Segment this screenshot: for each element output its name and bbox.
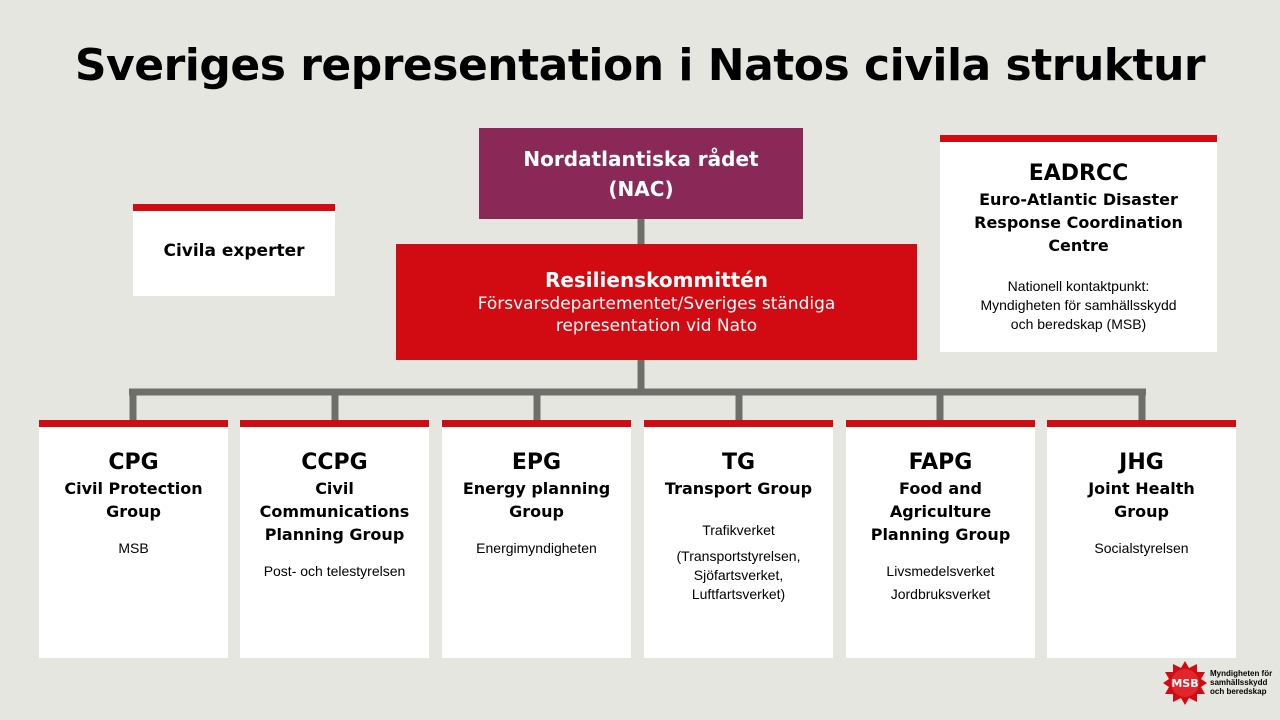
- group-full-line: Group: [509, 502, 564, 521]
- eadrcc-abbr: EADRCC: [1028, 161, 1129, 186]
- group-agency: Trafikverket: [702, 522, 775, 538]
- eadrcc-note-line1: Nationell kontaktpunkt:: [1007, 278, 1150, 294]
- group-full-line: Group: [106, 502, 161, 521]
- eadrcc-note-line2: Myndigheten för samhällsskydd: [980, 297, 1177, 313]
- group-box-fapg: FAPG Food and Agriculture Planning Group…: [846, 420, 1035, 658]
- group-agency: Energimyndigheten: [476, 540, 597, 556]
- group-full-line: Planning Group: [264, 525, 405, 544]
- logo-line3: och beredskap: [1210, 687, 1267, 696]
- group-box-tg: TG Transport Group Trafikverket (Transpo…: [644, 420, 833, 658]
- eadrcc-box: EADRCC Euro-Atlantic Disaster Response C…: [940, 135, 1217, 352]
- group-full-line: Joint Health: [1088, 479, 1195, 498]
- group-box-jhg: JHG Joint Health Group Socialstyrelsen: [1047, 420, 1236, 658]
- msb-logo-icon: MSB: [1163, 661, 1207, 705]
- nac-line2: (NAC): [608, 177, 674, 201]
- resilience-line2: representation vid Nato: [555, 316, 758, 336]
- group-agency-extra-line: Luftfartsverket): [691, 586, 786, 602]
- group-full-line: Civil: [315, 479, 354, 498]
- group-abbr: TG: [721, 450, 756, 475]
- resilience-committee-box: Resilienskommittén Försvarsdepartementet…: [396, 244, 917, 360]
- resilience-line1: Försvarsdepartementet/Sveriges ständiga: [477, 294, 836, 314]
- resilience-title: Resilienskommittén: [544, 268, 769, 292]
- group-abbr: CPG: [108, 450, 159, 475]
- group-box-ccpg: CCPG Civil Communications Planning Group…: [240, 420, 429, 658]
- group-agency: Jordbruksverket: [890, 586, 991, 602]
- group-abbr: CCPG: [301, 450, 368, 475]
- logo-line1: Myndigheten för: [1210, 669, 1273, 678]
- eadrcc-full-line1: Euro-Atlantic Disaster: [979, 190, 1178, 209]
- eadrcc-full-line2: Response Coordination: [974, 213, 1183, 232]
- group-agency: Post- och telestyrelsen: [263, 563, 406, 579]
- group-full-line: Energy planning: [462, 479, 611, 498]
- page-title: Sveriges representation i Natos civila s…: [74, 40, 1206, 91]
- group-agency-extra-line: (Transportstyrelsen,: [676, 548, 801, 564]
- group-agency-extra-line: Sjöfartsverket,: [693, 567, 784, 583]
- group-abbr: FAPG: [908, 450, 973, 475]
- logo-line2: samhällsskydd: [1210, 678, 1268, 687]
- group-agency-extra: (Transportstyrelsen, Sjöfartsverket, Luf…: [644, 547, 833, 604]
- group-agency: MSB: [118, 540, 149, 556]
- group-full-line: Transport Group: [664, 479, 813, 498]
- group-full-line: Communications: [259, 502, 410, 521]
- group-full-line: Food and: [899, 479, 982, 498]
- group-full-line: Planning Group: [870, 525, 1011, 544]
- eadrcc-note-line3: och beredskap (MSB): [1010, 316, 1147, 332]
- group-abbr: JHG: [1119, 450, 1164, 475]
- civil-experts-label: Civila experter: [163, 241, 305, 261]
- group-box-epg: EPG Energy planning Group Energimyndighe…: [442, 420, 631, 658]
- nac-line1: Nordatlantiska rådet: [523, 147, 759, 171]
- group-full-line: Civil Protection: [64, 479, 203, 498]
- logo-text: Myndigheten för samhällsskydd och bereds…: [1210, 669, 1280, 696]
- nac-box: Nordatlantiska rådet (NAC): [479, 128, 803, 219]
- logo-mark: MSB: [1171, 677, 1198, 690]
- group-full-line: Group: [1114, 502, 1169, 521]
- group-box-cpg: CPG Civil Protection Group MSB: [39, 420, 228, 658]
- civil-experts-box: Civila experter: [133, 204, 335, 296]
- group-agency: Livsmedelsverket: [886, 563, 995, 579]
- group-abbr: EPG: [511, 450, 562, 475]
- group-full-line: Agriculture: [889, 502, 992, 521]
- eadrcc-full-line3: Centre: [1048, 236, 1109, 255]
- group-agency: Socialstyrelsen: [1094, 540, 1189, 556]
- eadrcc-note: Nationell kontaktpunkt: Myndigheten för …: [940, 277, 1217, 334]
